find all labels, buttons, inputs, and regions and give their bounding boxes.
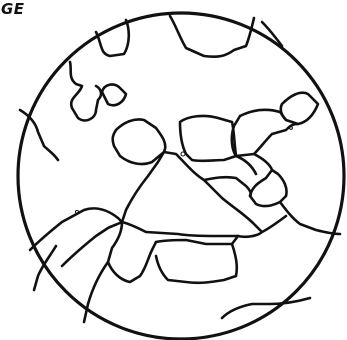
grain-boundary [156,236,238,283]
grain-boundary [84,262,108,322]
grain-boundary [96,20,129,56]
speck [181,152,185,156]
grain-boundary [232,110,298,156]
grain-boundary [102,85,126,106]
grain-boundary [113,119,166,164]
speck [75,210,78,213]
grain-boundary [170,16,254,57]
grain-boundary [70,62,101,120]
grain-boundary [280,202,340,234]
grain-boundary [20,110,58,160]
grain-boundary [180,116,236,161]
field-of-view-circle [18,13,344,339]
grain-boundary [262,216,286,232]
grain-boundary [236,154,287,206]
speck [290,127,293,130]
grain-boundary [62,222,122,266]
